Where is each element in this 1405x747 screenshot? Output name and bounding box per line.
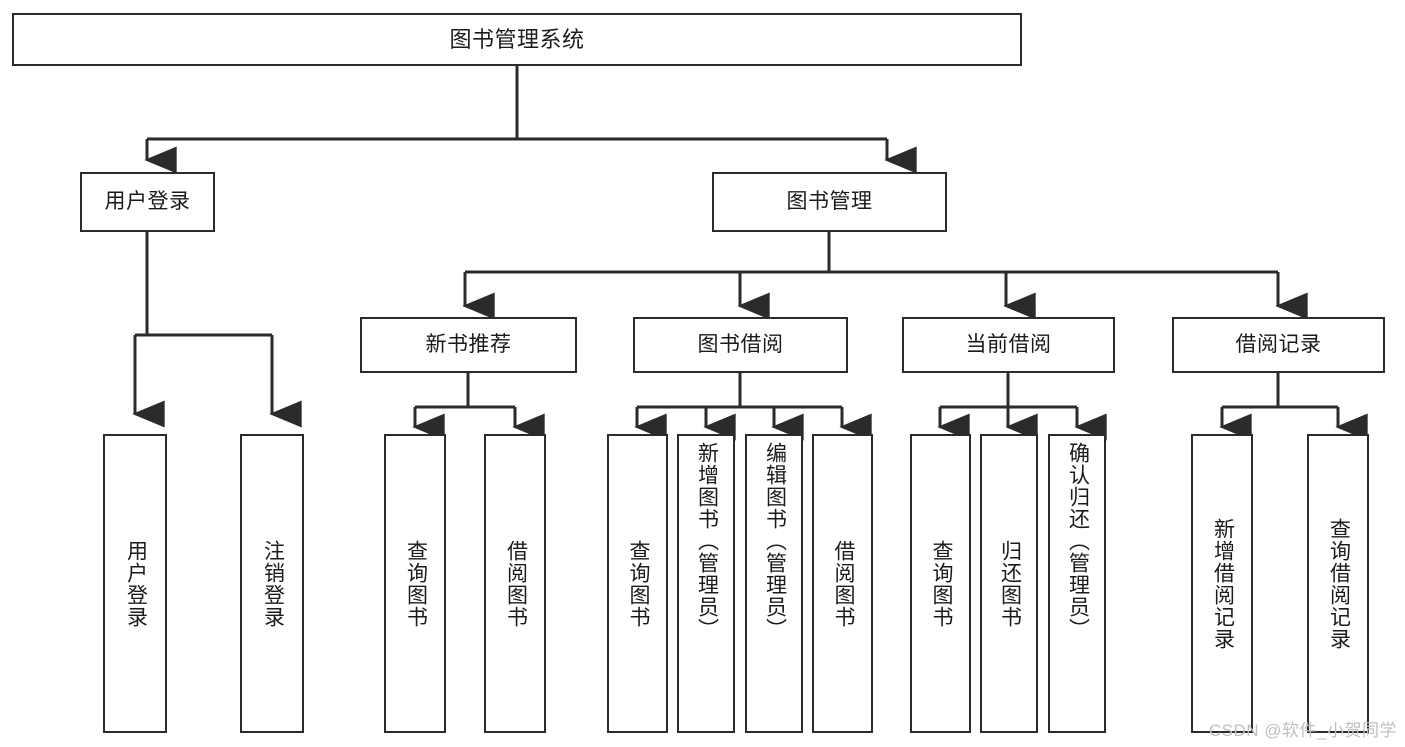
node-label: 当前借阅 xyxy=(965,332,1052,356)
node-label: 查询图书 xyxy=(626,539,650,628)
node-label: 图书管理系统 xyxy=(449,26,585,52)
node-book-management[interactable]: 图书管理 xyxy=(712,172,947,232)
node-current-borrow[interactable]: 当前借阅 xyxy=(902,317,1115,373)
node-label: 归还图书 xyxy=(998,539,1022,628)
node-new-book-recommend[interactable]: 新书推荐 xyxy=(360,317,577,373)
node-label: 借阅记录 xyxy=(1235,332,1322,356)
leaf-return-book[interactable]: 归还图书 xyxy=(980,434,1038,733)
node-label: 注销登录 xyxy=(261,539,285,628)
node-root-system[interactable]: 图书管理系统 xyxy=(12,13,1022,66)
leaf-query-book-borrow[interactable]: 查询图书 xyxy=(607,434,668,733)
leaf-borrow-book[interactable]: 借阅图书 xyxy=(812,434,873,733)
leaf-edit-book-admin[interactable]: 编辑图书（管理员） xyxy=(745,434,803,733)
node-user-login[interactable]: 用户登录 xyxy=(80,172,215,232)
node-label: 确认归还（管理员） xyxy=(1066,442,1090,640)
node-label: 新增借阅记录 xyxy=(1211,517,1235,650)
leaf-query-book-current[interactable]: 查询图书 xyxy=(910,434,971,733)
node-label: 用户登录 xyxy=(124,539,148,628)
leaf-borrow-book-newbook[interactable]: 借阅图书 xyxy=(484,434,546,733)
node-label: 新书推荐 xyxy=(425,332,512,356)
node-borrow-record[interactable]: 借阅记录 xyxy=(1172,317,1385,373)
node-label: 用户登录 xyxy=(104,189,191,213)
leaf-add-book-admin[interactable]: 新增图书（管理员） xyxy=(677,434,735,733)
leaf-query-borrow-record[interactable]: 查询借阅记录 xyxy=(1307,434,1369,733)
node-label: 编辑图书（管理员） xyxy=(763,442,787,640)
node-label: 借阅图书 xyxy=(504,539,528,628)
leaf-add-borrow-record[interactable]: 新增借阅记录 xyxy=(1191,434,1253,733)
leaf-user-logout[interactable]: 注销登录 xyxy=(240,434,304,733)
node-label: 新增图书（管理员） xyxy=(695,442,719,640)
leaf-confirm-return-admin[interactable]: 确认归还（管理员） xyxy=(1048,434,1106,733)
watermark-text: CSDN @软件_小贺同学 xyxy=(1208,721,1397,740)
node-label: 查询借阅记录 xyxy=(1327,517,1351,650)
leaf-user-login[interactable]: 用户登录 xyxy=(103,434,167,733)
node-label: 借阅图书 xyxy=(831,539,855,628)
node-label: 图书管理 xyxy=(786,189,873,213)
leaf-query-book-newbook[interactable]: 查询图书 xyxy=(384,434,446,733)
node-label: 图书借阅 xyxy=(697,332,784,356)
node-book-borrow[interactable]: 图书借阅 xyxy=(633,317,848,373)
node-label: 查询图书 xyxy=(404,539,428,628)
node-label: 查询图书 xyxy=(929,539,953,628)
